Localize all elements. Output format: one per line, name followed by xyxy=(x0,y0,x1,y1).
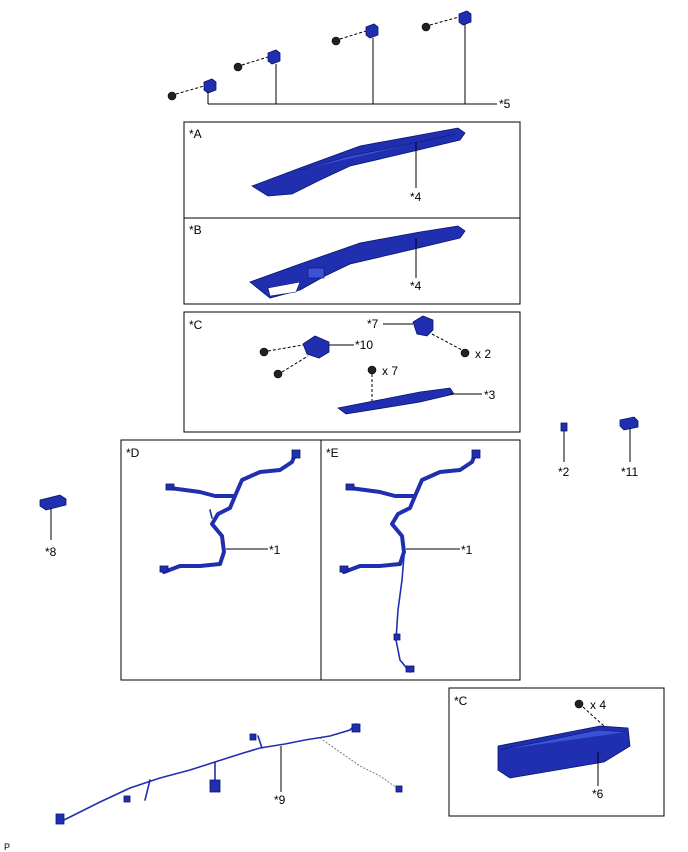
box-b xyxy=(183,217,521,305)
corner-code: P xyxy=(4,842,10,852)
box-e xyxy=(320,439,521,681)
screw-icon xyxy=(273,369,283,379)
label-1d: *1 xyxy=(269,543,281,557)
clip-part-8 xyxy=(39,494,67,511)
box-b-label: *B xyxy=(189,223,202,237)
bracket-part-7 xyxy=(412,315,434,337)
label-8: *8 xyxy=(45,545,57,559)
screw-icon xyxy=(421,22,431,32)
box-c-lower xyxy=(448,687,665,817)
pin-part-2 xyxy=(560,422,568,432)
label-3: *3 xyxy=(484,388,496,402)
label-5: *5 xyxy=(499,97,511,111)
label-6: *6 xyxy=(592,787,604,801)
label-11: *11 xyxy=(621,465,638,479)
label-7: *7 xyxy=(367,317,379,331)
panel-part-4a xyxy=(251,127,466,197)
clip-part xyxy=(267,49,281,65)
wire-harness-d xyxy=(159,449,301,574)
label-4a: *4 xyxy=(410,190,422,204)
clip-group-5 xyxy=(167,10,497,105)
clip-part xyxy=(203,78,217,94)
bar-part-3 xyxy=(337,387,455,415)
box-a xyxy=(183,121,521,219)
panel-part-4b xyxy=(249,225,466,299)
qty-x2: x 2 xyxy=(475,347,491,361)
screw-icon xyxy=(367,365,377,375)
clip-part xyxy=(365,23,379,39)
bin-part-6 xyxy=(497,725,631,779)
label-4b: *4 xyxy=(410,279,422,293)
label-1e: *1 xyxy=(461,543,473,557)
box-a-label: *A xyxy=(189,127,202,141)
wire-harness-e xyxy=(339,449,481,673)
bracket-part-10 xyxy=(302,335,330,359)
screw-icon xyxy=(574,699,584,709)
screw-icon xyxy=(460,348,470,358)
box-e-label: *E xyxy=(326,446,339,460)
clip-part-11 xyxy=(619,416,639,431)
label-2: *2 xyxy=(558,465,570,479)
screw-icon xyxy=(331,36,341,46)
wire-harness-9 xyxy=(55,723,403,825)
label-9: *9 xyxy=(274,793,286,807)
screw-icon xyxy=(259,347,269,357)
clip-part xyxy=(458,10,472,26)
box-d-label: *D xyxy=(126,446,140,460)
screw-icon xyxy=(167,91,177,101)
box-c-upper-label: *C xyxy=(189,318,203,332)
box-c-upper xyxy=(183,311,521,433)
label-10: *10 xyxy=(355,338,373,352)
qty-x7: x 7 xyxy=(382,364,398,378)
box-c-lower-label: *C xyxy=(454,694,468,708)
screw-icon xyxy=(233,62,243,72)
qty-x4: x 4 xyxy=(590,698,606,712)
